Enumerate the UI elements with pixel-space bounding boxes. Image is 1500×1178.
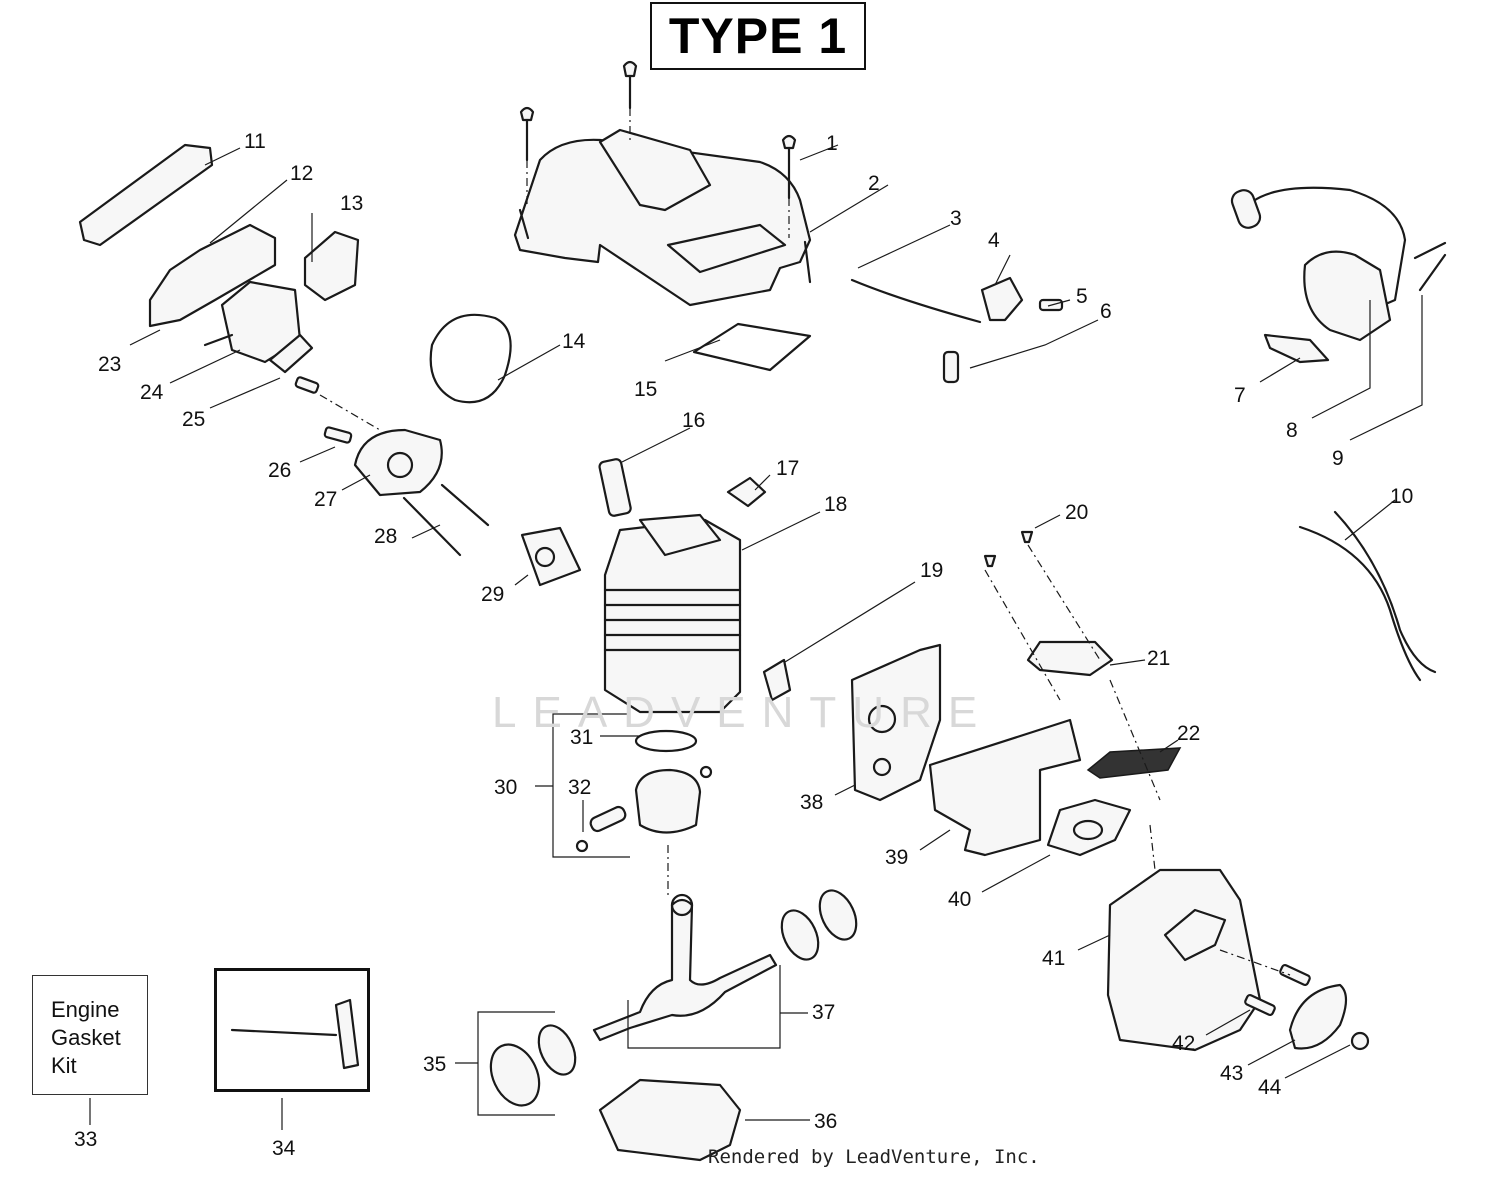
part-air-filter <box>78 143 214 247</box>
part-muffler-plate <box>1288 983 1348 1050</box>
callout-34: 34 <box>272 1137 296 1160</box>
crankshaft-bracket <box>627 965 781 1049</box>
part-muffler-nut <box>1350 1031 1370 1051</box>
part-spark-plug <box>598 458 632 517</box>
callout-30: 30 <box>494 776 517 799</box>
tool-box <box>214 968 370 1092</box>
page-title: TYPE 1 <box>668 8 848 64</box>
part-muffler-bolts <box>1244 964 1311 1016</box>
part-piston <box>634 768 702 834</box>
callout-40: 40 <box>948 888 971 911</box>
callout-36: 36 <box>814 1110 837 1133</box>
part-cylinder-cover <box>513 128 812 307</box>
callout-6: 6 <box>1100 300 1112 323</box>
kit-line: Engine <box>51 997 120 1022</box>
callout-24: 24 <box>140 381 164 404</box>
part-heat-shield <box>850 643 942 802</box>
watermark: LEADVENTURE <box>492 688 994 737</box>
callout-44: 44 <box>1258 1076 1282 1099</box>
callout-2: 2 <box>868 172 880 195</box>
callout-38: 38 <box>800 791 823 814</box>
callout-11: 11 <box>244 130 266 153</box>
part-exhaust-gasket <box>520 526 582 587</box>
part-fuel-line <box>850 276 1064 384</box>
callout-29: 29 <box>481 583 504 606</box>
part-decomp-plug <box>762 658 792 702</box>
callout-25: 25 <box>182 408 205 431</box>
callout-9: 9 <box>1332 447 1344 470</box>
part-crankshaft <box>592 893 778 1042</box>
callout-27: 27 <box>314 488 337 511</box>
callout-1: 1 <box>826 132 838 155</box>
part-carburetor <box>203 280 314 374</box>
type-label-box: TYPE 1 <box>650 2 866 70</box>
part-cover-screws <box>519 60 797 238</box>
part-ignition-module <box>1230 186 1447 364</box>
callout-14: 14 <box>562 330 586 353</box>
part-spark-screen <box>1086 747 1182 779</box>
part-cover-gasket <box>692 322 812 372</box>
engine-gasket-kit-box: Engine Gasket Kit <box>32 975 148 1095</box>
callout-22: 22 <box>1177 722 1200 745</box>
part-crankcase <box>598 1078 742 1162</box>
callout-12: 12 <box>290 162 313 185</box>
leader-lines <box>89 144 1423 1130</box>
callout-15: 15 <box>634 378 657 401</box>
part-spark-plug-boot <box>726 476 767 508</box>
part-muffler-screws <box>983 530 1034 568</box>
callout-19: 19 <box>920 559 943 582</box>
part-muffler-gasket <box>1046 798 1132 857</box>
callout-18: 18 <box>824 493 847 516</box>
part-intake-boot <box>429 313 512 404</box>
callout-37: 37 <box>812 1001 835 1024</box>
callout-35: 35 <box>423 1053 446 1076</box>
part-ignition-wires <box>1298 510 1437 682</box>
callout-20: 20 <box>1065 501 1088 524</box>
part-spark-arrestor-cover <box>1026 640 1114 677</box>
callout-33: 33 <box>74 1128 97 1151</box>
callout-17: 17 <box>776 457 799 480</box>
callout-16: 16 <box>682 409 705 432</box>
part-air-filter-cover <box>148 223 277 328</box>
part-piston-ring <box>634 729 698 753</box>
callout-41: 41 <box>1042 947 1065 970</box>
kit-line: Kit <box>51 1053 77 1078</box>
callout-23: 23 <box>98 353 121 376</box>
callout-28: 28 <box>374 525 397 548</box>
callout-5: 5 <box>1076 285 1088 308</box>
part-muffler-bracket <box>928 718 1082 857</box>
callout-31: 31 <box>570 726 593 749</box>
callout-4: 4 <box>988 229 1000 252</box>
callout-26: 26 <box>268 459 291 482</box>
callout-3: 3 <box>950 207 962 230</box>
callout-32: 32 <box>568 776 591 799</box>
kit-line: Gasket <box>51 1025 121 1050</box>
callout-43: 43 <box>1220 1062 1243 1085</box>
part-carburetor-adapter <box>294 376 490 557</box>
render-credit: Rendered by LeadVenture, Inc. <box>708 1146 1040 1168</box>
callout-13: 13 <box>340 192 363 215</box>
part-piston-pin <box>575 765 713 853</box>
part-scrench-tool <box>230 998 360 1070</box>
part-muffler <box>1106 868 1262 1052</box>
callout-7: 7 <box>1234 384 1246 407</box>
callout-8: 8 <box>1286 419 1298 442</box>
callout-42: 42 <box>1172 1032 1195 1055</box>
callout-39: 39 <box>885 846 908 869</box>
callout-21: 21 <box>1147 647 1170 670</box>
part-intake-elbow <box>303 230 360 302</box>
part-crank-bearings <box>489 889 858 1107</box>
callout-labels: 1 2 3 4 5 6 7 8 9 10 11 12 13 14 15 16 1… <box>74 130 1413 1160</box>
part-cylinder <box>603 513 742 714</box>
callout-10: 10 <box>1390 485 1413 508</box>
